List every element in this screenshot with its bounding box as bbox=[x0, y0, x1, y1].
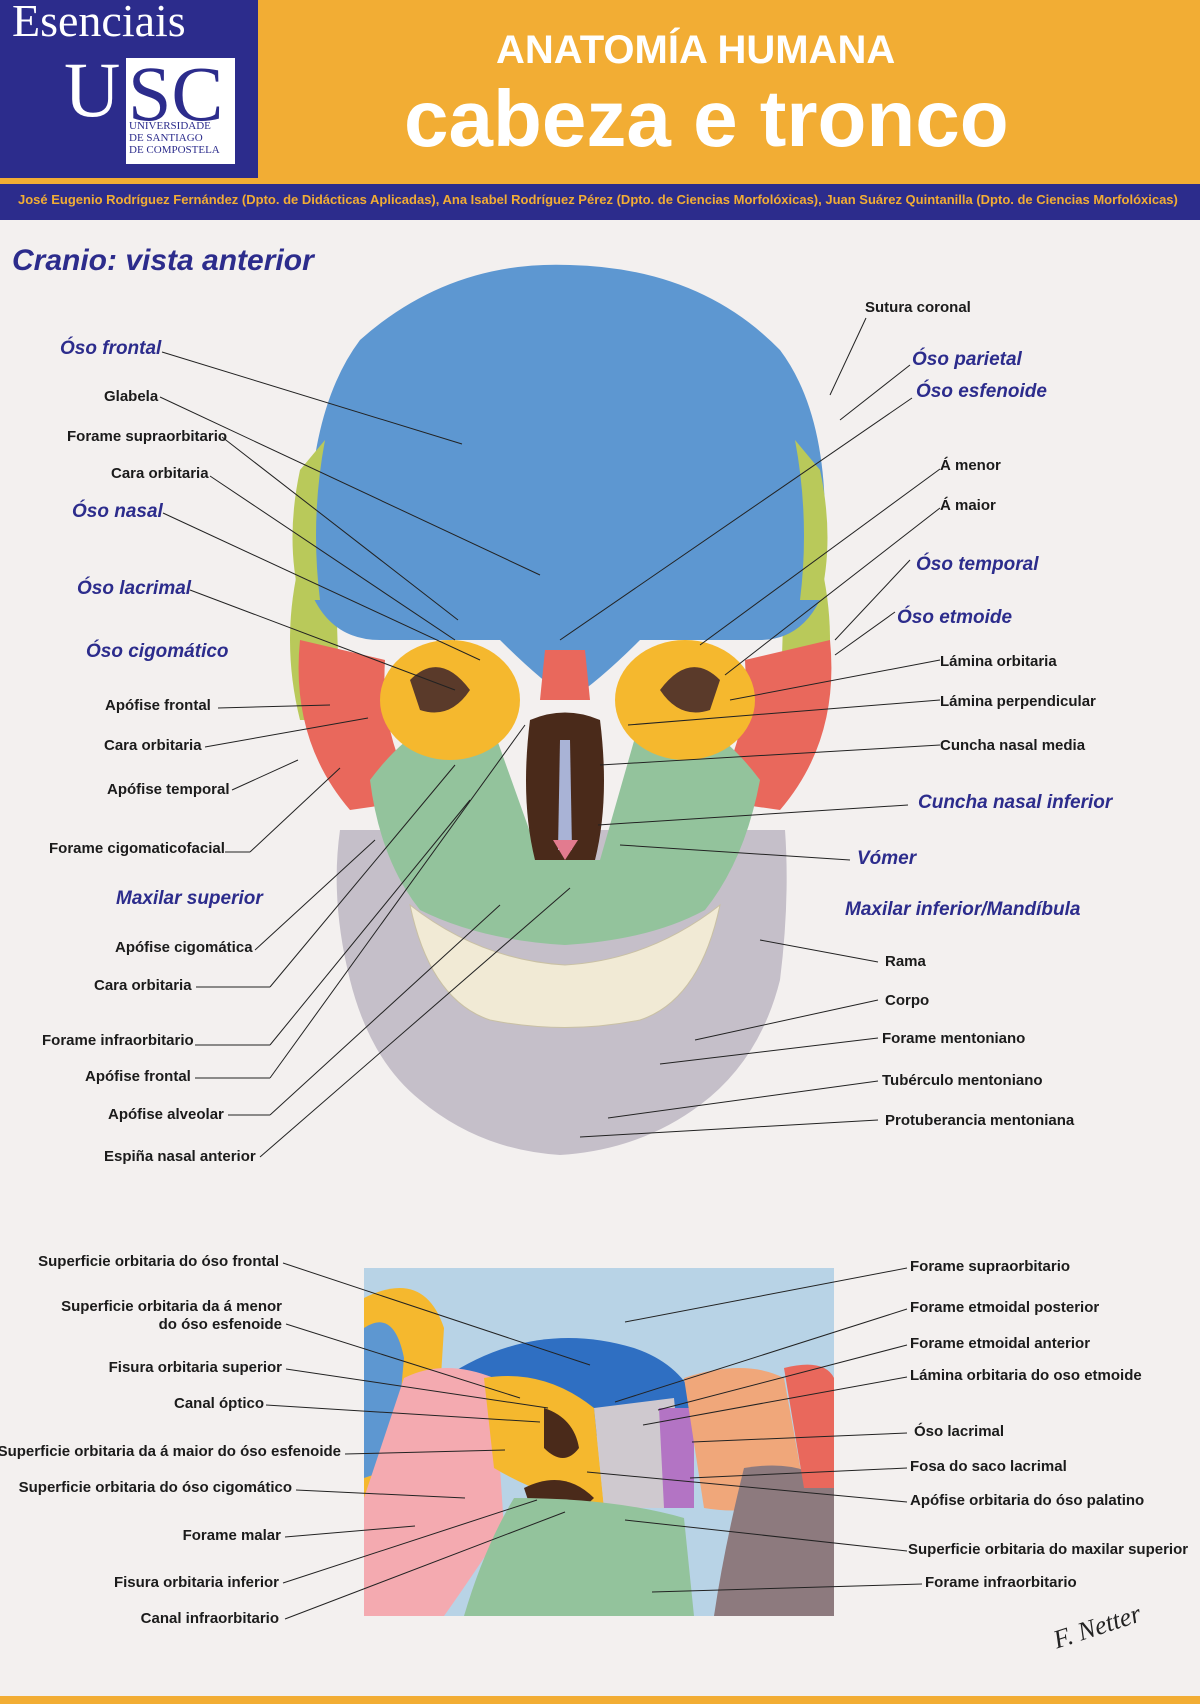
section-title: Cranio: vista anterior bbox=[12, 244, 314, 277]
orbit-label-forame-supraorbitario: Forame supraorbitario bbox=[910, 1258, 1071, 1275]
label-cara-orbitaria-2: Cara orbitaria bbox=[104, 737, 202, 754]
label-oso-lacrimal: Óso lacrimal bbox=[77, 578, 192, 599]
orbit-label-fisura-inferior: Fisura orbitaria inferior bbox=[113, 1574, 279, 1591]
orbit-label-forame-infraorbitario: Forame infraorbitario bbox=[925, 1574, 1077, 1591]
label-forame-mentoniano: Forame mentoniano bbox=[882, 1030, 1026, 1047]
label-corpo: Corpo bbox=[885, 992, 930, 1009]
label-oso-etmoide: Óso etmoide bbox=[897, 607, 1013, 628]
label-forame-infraorbitario: Forame infraorbitario bbox=[42, 1032, 194, 1049]
orbit-label-lamina-etmoide: Lámina orbitaria do oso etmoide bbox=[910, 1367, 1142, 1384]
author-band: José Eugenio Rodríguez Fernández (Dpto. … bbox=[0, 178, 1200, 220]
label-oso-parietal: Óso parietal bbox=[912, 349, 1022, 370]
usc-logo: Esenciais U SC UNIVERSIDADE DE SANTIAGO … bbox=[0, 0, 258, 178]
frontal-bone bbox=[308, 264, 826, 700]
title-main: cabeza e tronco bbox=[404, 74, 1009, 163]
logo-u: U bbox=[64, 46, 121, 133]
label-apofise-frontal-2: Apófise frontal bbox=[85, 1068, 191, 1085]
label-lamina-perpendicular: Lámina perpendicular bbox=[940, 693, 1096, 710]
label-sutura-coronal: Sutura coronal bbox=[865, 299, 971, 316]
orbit-label-apofise-palatino: Apófise orbitaria do óso palatino bbox=[910, 1492, 1145, 1509]
orbit-label-etmoidal-anterior: Forame etmoidal anterior bbox=[910, 1335, 1091, 1352]
orbit-label-canal-infraorbitario: Canal infraorbitario bbox=[140, 1610, 279, 1627]
header-banner: Esenciais U SC UNIVERSIDADE DE SANTIAGO … bbox=[0, 0, 1200, 178]
label-lamina-orbitaria: Lámina orbitaria bbox=[940, 653, 1057, 670]
orbit-label-superficie-frontal: Superficie orbitaria do óso frontal bbox=[38, 1253, 279, 1270]
orbit-label-fisura-superior: Fisura orbitaria superior bbox=[108, 1359, 282, 1376]
label-oso-frontal: Óso frontal bbox=[60, 338, 162, 359]
label-vomer: Vómer bbox=[857, 848, 917, 869]
label-a-maior: Á maior bbox=[940, 497, 996, 514]
orbit-drawing bbox=[364, 1268, 834, 1616]
label-rama: Rama bbox=[885, 953, 926, 970]
bottom-band bbox=[0, 1696, 1200, 1704]
orbit-label-canal-optico: Canal óptico bbox=[173, 1395, 264, 1412]
label-protuberancia-mentoniana: Protuberancia mentoniana bbox=[885, 1112, 1075, 1129]
logo-sc: SC bbox=[128, 50, 224, 137]
logo-word: Esenciais bbox=[12, 0, 186, 46]
label-cuncha-nasal-media: Cuncha nasal media bbox=[940, 737, 1086, 754]
title-top: ANATOMÍA HUMANA bbox=[496, 28, 896, 72]
label-forame-cigomaticofacial: Forame cigomaticofacial bbox=[49, 840, 225, 857]
label-glabela: Glabela bbox=[104, 388, 159, 405]
label-maxilar-inferior: Maxilar inferior/Mandíbula bbox=[845, 899, 1081, 920]
label-maxilar-superior: Maxilar superior bbox=[116, 888, 263, 909]
label-a-menor: Á menor bbox=[940, 457, 1001, 474]
orbit-label-a-menor-esfenoide: Superficie orbitaria da á menor do óso e… bbox=[61, 1298, 282, 1333]
label-apofise-temporal: Apófise temporal bbox=[107, 781, 230, 798]
orbit-label-superficie-cigomatico: Superficie orbitaria do óso cigomático bbox=[18, 1479, 292, 1496]
label-espina-nasal-anterior: Espiña nasal anterior bbox=[104, 1148, 256, 1165]
orbit-label-etmoidal-posterior: Forame etmoidal posterior bbox=[910, 1299, 1100, 1316]
orbit-label-maxilar-superior: Superficie orbitaria do maxilar superior bbox=[908, 1541, 1189, 1558]
label-forame-supraorbitario: Forame supraorbitario bbox=[67, 428, 228, 445]
logo-subtitle: UNIVERSIDADE DE SANTIAGO DE COMPOSTELA bbox=[129, 120, 220, 156]
orbit-illustration bbox=[364, 1268, 834, 1616]
label-apofise-frontal-1: Apófise frontal bbox=[105, 697, 211, 714]
orbit-label-forame-malar: Forame malar bbox=[182, 1527, 281, 1544]
nasal-bone bbox=[540, 650, 590, 700]
label-cara-orbitaria-3: Cara orbitaria bbox=[94, 977, 192, 994]
authors-line: José Eugenio Rodríguez Fernández (Dpto. … bbox=[18, 192, 1178, 207]
label-tuberculo-mentoniano: Tubérculo mentoniano bbox=[882, 1072, 1043, 1089]
orbit-label-fosa-saco-lacrimal: Fosa do saco lacrimal bbox=[910, 1458, 1067, 1475]
logo-sc-box: SC UNIVERSIDADE DE SANTIAGO DE COMPOSTEL… bbox=[126, 54, 235, 164]
label-cuncha-nasal-inferior: Cuncha nasal inferior bbox=[918, 792, 1113, 813]
label-oso-cigomatico: Óso cigomático bbox=[86, 641, 229, 662]
label-oso-temporal: Óso temporal bbox=[916, 554, 1039, 575]
label-apofise-cigomatica: Apófise cigomática bbox=[115, 939, 253, 956]
orbit-label-a-maior-esfenoide: Superficie orbitaria da á maior do óso e… bbox=[0, 1443, 341, 1460]
label-oso-nasal: Óso nasal bbox=[72, 501, 163, 522]
label-apofise-alveolar: Apófise alveolar bbox=[108, 1106, 224, 1123]
orbit-label-oso-lacrimal: Óso lacrimal bbox=[914, 1423, 1005, 1440]
label-oso-esfenoide: Óso esfenoide bbox=[916, 381, 1047, 402]
label-cara-orbitaria-1: Cara orbitaria bbox=[111, 465, 209, 482]
